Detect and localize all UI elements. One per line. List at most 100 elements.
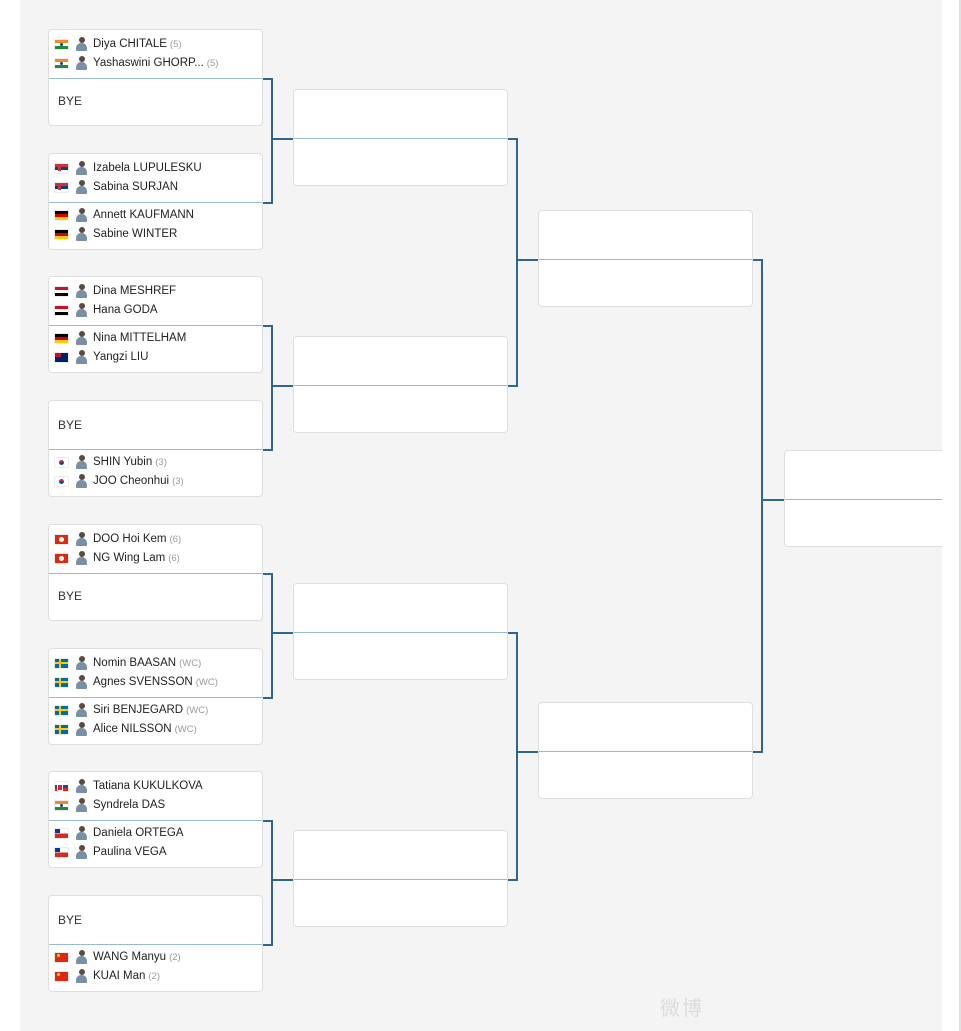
player-row[interactable]: Dina MESHREF: [55, 282, 258, 300]
avatar-body: [76, 43, 87, 51]
player-row[interactable]: Diya CHITALE(5): [55, 35, 258, 53]
player-avatar-icon: [76, 703, 87, 717]
player-name[interactable]: Nina MITTELHAM: [93, 332, 187, 344]
player-row[interactable]: Tatiana KUKULKOVA: [55, 777, 258, 795]
avatar-body: [76, 538, 87, 546]
match-bottom-pair[interactable]: SHIN Yubin(3)JOO Cheonhui(3): [49, 448, 262, 496]
bracket-connector-line: [516, 631, 518, 881]
round2-match[interactable]: [293, 89, 508, 186]
round1-match[interactable]: Tatiana KUKULKOVA Syndrela DAS Daniela ORT…: [48, 771, 263, 868]
player-avatar-icon: [76, 208, 87, 222]
match-top-pair[interactable]: Tatiana KUKULKOVA Syndrela DAS: [49, 772, 262, 820]
player-name[interactable]: Sabina SURJAN: [93, 181, 179, 193]
player-name[interactable]: KUAI Man: [93, 970, 146, 982]
match-divider: [294, 137, 507, 139]
player-name[interactable]: Diya CHITALE: [93, 38, 167, 50]
match-bottom-pair[interactable]: BYE: [49, 572, 262, 620]
player-name[interactable]: Izabela LUPULESKU: [93, 162, 202, 174]
match-bottom-pair[interactable]: Annett KAUFMANN Sabine WINTER: [49, 201, 262, 249]
scrollbar[interactable]: [959, 0, 961, 1031]
round3-match[interactable]: [538, 702, 753, 799]
player-name[interactable]: Yashaswini GHORP...: [93, 57, 204, 69]
player-avatar-icon: [76, 532, 87, 546]
match-bottom-pair[interactable]: WANG Manyu(2)KUAI Man(2): [49, 943, 262, 991]
round1-match[interactable]: Dina MESHREF Hana GODA Nina MITTELHAM Yangz…: [48, 276, 263, 373]
player-name[interactable]: WANG Manyu: [93, 951, 167, 963]
player-row[interactable]: Sabina SURJAN: [55, 178, 258, 196]
player-row[interactable]: Hana GODA: [55, 301, 258, 319]
player-row[interactable]: Syndrela DAS: [55, 796, 258, 814]
player-name[interactable]: Yangzi LIU: [93, 351, 149, 363]
avatar-body: [76, 975, 87, 983]
player-name[interactable]: Tatiana KUKULKOVA: [93, 780, 203, 792]
player-row[interactable]: DOO Hoi Kem(6): [55, 530, 258, 548]
match-bottom-pair[interactable]: Nina MITTELHAM Yangzi LIU: [49, 324, 262, 372]
match-divider: [49, 77, 262, 79]
player-row[interactable]: Yashaswini GHORP...(5): [55, 54, 258, 72]
player-row[interactable]: Annett KAUFMANN: [55, 206, 258, 224]
round1-match[interactable]: Diya CHITALE(5)Yashaswini GHORP...(5)BYE: [48, 29, 263, 126]
player-row[interactable]: NG Wing Lam(6): [55, 549, 258, 567]
player-row[interactable]: Sabine WINTER: [55, 225, 258, 243]
flag-chi-icon: [55, 847, 68, 857]
avatar-head: [79, 37, 85, 43]
player-name[interactable]: DOO Hoi Kem: [93, 533, 167, 545]
round3-match[interactable]: [538, 210, 753, 307]
player-avatar-icon: [76, 798, 87, 812]
player-name[interactable]: Syndrela DAS: [93, 799, 166, 811]
player-name[interactable]: Hana GODA: [93, 304, 158, 316]
match-top-pair[interactable]: Diya CHITALE(5)Yashaswini GHORP...(5): [49, 30, 262, 78]
player-name[interactable]: Sabine WINTER: [93, 228, 178, 240]
player-name[interactable]: Nomin BAASAN: [93, 657, 177, 669]
player-seed: (3): [155, 456, 167, 468]
player-name[interactable]: Annett KAUFMANN: [93, 209, 194, 221]
player-row[interactable]: Yangzi LIU: [55, 348, 258, 366]
match-top-pair[interactable]: Nomin BAASAN(WC)Agnes SVENSSON(WC): [49, 649, 262, 697]
player-row[interactable]: SHIN Yubin(3): [55, 453, 258, 471]
match-top-pair[interactable]: BYE: [49, 401, 262, 449]
player-row[interactable]: Paulina VEGA: [55, 843, 258, 861]
player-row[interactable]: Agnes SVENSSON(WC): [55, 673, 258, 691]
round1-match[interactable]: Izabela LUPULESKU Sabina SURJAN Annett KAU…: [48, 153, 263, 250]
player-row[interactable]: Nina MITTELHAM: [55, 329, 258, 347]
player-name[interactable]: JOO Cheonhui: [93, 475, 170, 487]
match-top-pair[interactable]: BYE: [49, 896, 262, 944]
player-name[interactable]: SHIN Yubin: [93, 456, 153, 468]
player-row[interactable]: Siri BENJEGARD(WC): [55, 701, 258, 719]
round2-match[interactable]: [293, 583, 508, 680]
player-name[interactable]: Daniela ORTEGA: [93, 827, 184, 839]
match-top-pair[interactable]: Dina MESHREF Hana GODA: [49, 277, 262, 325]
match-bottom-pair[interactable]: Daniela ORTEGA Paulina VEGA: [49, 819, 262, 867]
match-top-pair[interactable]: Izabela LUPULESKU Sabina SURJAN: [49, 154, 262, 202]
player-row[interactable]: KUAI Man(2): [55, 967, 258, 985]
player-row[interactable]: JOO Cheonhui(3): [55, 472, 258, 490]
player-avatar-icon: [76, 350, 87, 364]
round2-match[interactable]: [293, 830, 508, 927]
bracket-connector-line: [263, 77, 273, 80]
match-bottom-pair[interactable]: Siri BENJEGARD(WC)Alice NILSSON(WC): [49, 696, 262, 744]
player-row[interactable]: Daniela ORTEGA: [55, 824, 258, 842]
bracket-connector-line: [516, 258, 538, 261]
player-avatar-icon: [76, 969, 87, 983]
player-name[interactable]: NG Wing Lam: [93, 552, 166, 564]
match-top-pair[interactable]: DOO Hoi Kem(6)NG Wing Lam(6): [49, 525, 262, 573]
player-name[interactable]: Paulina VEGA: [93, 846, 167, 858]
player-name[interactable]: Siri BENJEGARD: [93, 704, 184, 716]
player-seed: (5): [169, 38, 182, 50]
avatar-body: [76, 480, 87, 488]
player-name[interactable]: Alice NILSSON: [93, 723, 172, 735]
player-row[interactable]: Izabela LUPULESKU: [55, 159, 258, 177]
player-name[interactable]: Agnes SVENSSON: [93, 676, 193, 688]
player-name[interactable]: Dina MESHREF: [93, 285, 177, 297]
round2-match[interactable]: [293, 336, 508, 433]
player-seed: (WC): [179, 657, 202, 669]
player-row[interactable]: Alice NILSSON(WC): [55, 720, 258, 738]
player-row[interactable]: Nomin BAASAN(WC): [55, 654, 258, 672]
match-bottom-pair[interactable]: BYE: [49, 77, 262, 125]
player-row[interactable]: WANG Manyu(2): [55, 948, 258, 966]
final-match[interactable]: [784, 450, 942, 547]
round1-match[interactable]: Nomin BAASAN(WC)Agnes SVENSSON(WC)Siri B…: [48, 648, 263, 745]
round1-match[interactable]: DOO Hoi Kem(6)NG Wing Lam(6)BYE: [48, 524, 263, 621]
